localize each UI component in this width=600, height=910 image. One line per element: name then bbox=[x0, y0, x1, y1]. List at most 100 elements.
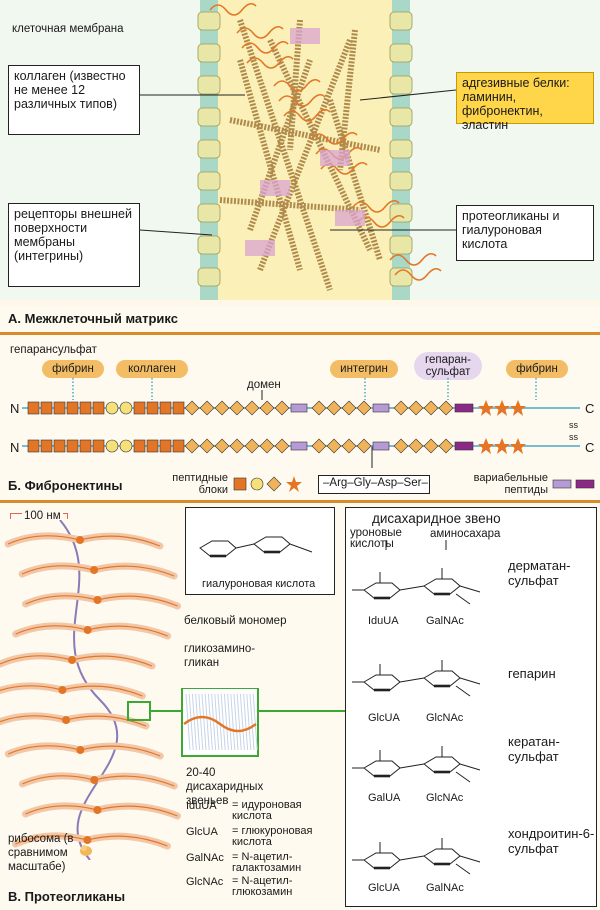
peptide-block bbox=[159, 439, 172, 453]
peptide-block bbox=[341, 400, 357, 416]
proteoglycan-patch bbox=[260, 180, 290, 196]
peptide-blocks-legend bbox=[233, 476, 302, 492]
glycosidic-bond bbox=[459, 855, 481, 863]
abbr-galnac: GalNAc bbox=[186, 852, 224, 864]
peptide-block bbox=[510, 400, 526, 416]
peptide-block bbox=[393, 400, 409, 416]
proteoglycan-patch bbox=[320, 150, 350, 166]
hyaluronic-ring-2 bbox=[253, 536, 291, 553]
membrane-protein bbox=[389, 75, 413, 95]
abbr-glcnac: GlcNAc bbox=[186, 876, 224, 888]
core-protein bbox=[7, 535, 81, 545]
core-protein bbox=[15, 625, 88, 635]
protein-monomer bbox=[4, 742, 164, 760]
peptide-block bbox=[274, 400, 290, 416]
collagen-pill: коллаген bbox=[116, 360, 188, 378]
collagen-fiber bbox=[229, 117, 381, 153]
substituent bbox=[455, 863, 471, 875]
peptide-block bbox=[53, 401, 66, 415]
sequence-label: –Arg–Gly–Asp–Ser– bbox=[323, 477, 428, 489]
membrane-protein bbox=[197, 11, 221, 31]
adhesive-protein bbox=[246, 55, 294, 69]
fibrin-right-pill: фибрин bbox=[506, 360, 568, 378]
peptide-block bbox=[393, 438, 409, 454]
row-1-left: GlcUA bbox=[368, 712, 400, 724]
glycosidic-bond bbox=[459, 677, 481, 685]
variable-peptide bbox=[454, 403, 474, 413]
gag-strand bbox=[252, 693, 258, 751]
link-protein bbox=[93, 806, 102, 814]
peptide-block bbox=[172, 439, 185, 453]
link-protein bbox=[62, 716, 71, 724]
peptide-block bbox=[244, 400, 260, 416]
c-label-bottom: C bbox=[585, 440, 595, 455]
peptide-block bbox=[259, 400, 275, 416]
row-3-name: хондроитин-6-сульфат bbox=[508, 826, 595, 856]
adhesive-protein bbox=[389, 252, 437, 266]
aminosugar-ring-2 bbox=[423, 756, 461, 773]
core-protein bbox=[0, 715, 67, 723]
membrane-protein bbox=[389, 11, 413, 31]
peptide-block bbox=[341, 438, 357, 454]
core-protein bbox=[183, 715, 257, 733]
gag-strand bbox=[239, 693, 245, 751]
membrane-protein bbox=[197, 267, 221, 287]
peptide-block bbox=[53, 439, 66, 453]
receptors-label: рецепторы внешней поверхности мембраны (… bbox=[8, 203, 140, 287]
divider bbox=[0, 500, 600, 503]
protein-monomer bbox=[22, 592, 182, 610]
link-protein bbox=[76, 746, 85, 754]
gag-label: гликозамино-гликан bbox=[184, 643, 256, 669]
membrane-protein bbox=[197, 139, 221, 159]
peptide-block bbox=[105, 439, 119, 453]
gag-strand bbox=[191, 693, 197, 751]
peptide-block bbox=[199, 400, 215, 416]
variable-peptide bbox=[454, 441, 474, 451]
variable-peptides-legend bbox=[552, 479, 595, 489]
n-label-bottom: N bbox=[10, 440, 20, 455]
gag-strand bbox=[198, 693, 204, 751]
heparansulfate-label: гепарансульфат bbox=[10, 344, 97, 356]
link-protein bbox=[76, 536, 84, 544]
row-2-left: GalUA bbox=[368, 792, 401, 804]
core-protein bbox=[15, 835, 88, 845]
core-protein bbox=[94, 775, 175, 787]
uronic-label: уроновые кислоты bbox=[350, 527, 402, 550]
section-c-title: В. Протеогликаны bbox=[8, 889, 126, 904]
adhesive-protein bbox=[236, 25, 284, 39]
peptide-block bbox=[27, 439, 40, 453]
membrane-protein bbox=[389, 171, 413, 191]
magnified-gag bbox=[127, 688, 348, 757]
collagen-fiber bbox=[237, 19, 333, 291]
link-protein bbox=[83, 836, 92, 844]
peptide-block bbox=[214, 400, 230, 416]
abbr-galnac-full: = N-ацетил-галактозамин bbox=[232, 851, 302, 874]
core-protein bbox=[97, 595, 178, 607]
uronic-ring-3 bbox=[363, 852, 401, 869]
row-3-left: GlcUA bbox=[368, 882, 400, 894]
glycosidic-bond bbox=[459, 763, 481, 771]
uronic-ring-0 bbox=[363, 582, 401, 599]
disaccharide-panel bbox=[345, 507, 597, 907]
peptide-block bbox=[326, 400, 342, 416]
peptide-block bbox=[478, 400, 494, 416]
hyaluronic-structure bbox=[199, 536, 313, 558]
membrane-label: клеточная мембрана bbox=[12, 23, 124, 35]
row-1-name: гепарин bbox=[508, 666, 556, 681]
gag-strand bbox=[243, 693, 249, 751]
core-protein bbox=[22, 775, 95, 785]
fibrin-left-pill: фибрин bbox=[42, 360, 104, 378]
core-protein bbox=[71, 655, 153, 667]
membrane-protein bbox=[197, 171, 221, 191]
link-protein bbox=[58, 686, 67, 694]
gag-strand bbox=[204, 693, 210, 751]
peptide-block bbox=[214, 438, 230, 454]
peptide-block bbox=[311, 438, 327, 454]
protein-monomer bbox=[18, 772, 178, 790]
link-protein bbox=[90, 566, 99, 574]
peptide-block bbox=[311, 400, 327, 416]
glycosidic-bond bbox=[235, 543, 255, 549]
core-protein bbox=[62, 685, 143, 697]
substituent bbox=[455, 685, 471, 697]
peptide-block bbox=[146, 401, 159, 415]
